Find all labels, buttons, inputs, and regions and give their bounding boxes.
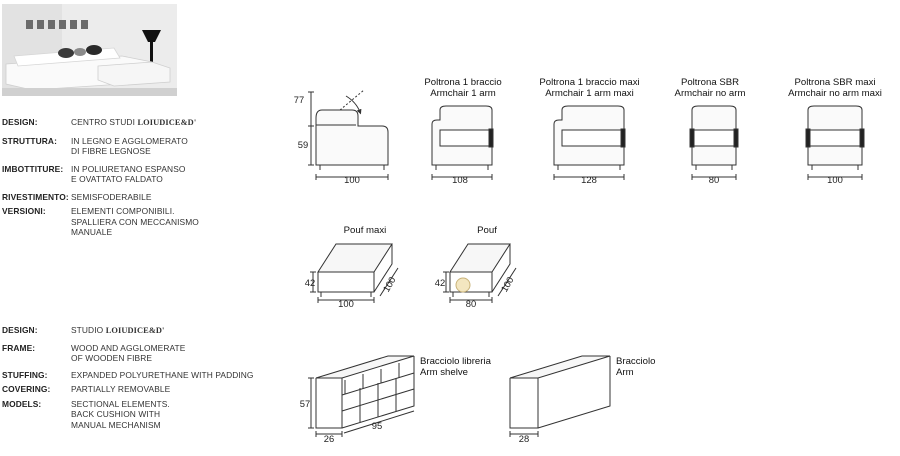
spec-key: IMBOTTITURE: (2, 163, 64, 174)
spec-row-design-en: DESIGN: STUDIO LOIUDICE&D' (2, 325, 254, 337)
spec-value: STUDIO LOIUDICE&D' (71, 325, 165, 337)
armchair-no-arm-label: Poltrona SBR Armchair no arm (674, 77, 746, 99)
brand-mark: LOIUDICE&D' (137, 118, 197, 127)
spec-row-design: DESIGN: CENTRO STUDI LOIUDICE&D' (2, 117, 199, 129)
dim-pouf-maxi-42: 42 (305, 277, 315, 288)
arm-shelve-label: Bracciolo libreria Arm shelve (420, 356, 491, 378)
spec-key: RIVESTIMENTO: (2, 191, 69, 202)
dim-pouf-42: 42 (435, 277, 445, 288)
product-photo (2, 4, 177, 96)
armchair-1-arm-label: Poltrona 1 braccio Armchair 1 arm (424, 77, 502, 99)
armchair-1-arm-drawing (431, 105, 494, 180)
spec-value: SEMISFODERABILE (71, 191, 152, 202)
arm-shelve-drawing (308, 355, 415, 437)
dim-pouf-maxi-100: 100 (338, 298, 354, 309)
armchair-1-arm-maxi-drawing (553, 105, 626, 180)
spec-key: DESIGN: (2, 325, 38, 335)
dim-armchair-100: 100 (827, 174, 843, 185)
spec-key: MODELS: (2, 398, 42, 409)
dim-arm-28: 28 (519, 433, 529, 444)
spec-key: DESIGN: (2, 117, 38, 127)
spec-value: PARTIALLY REMOVABLE (71, 384, 171, 394)
sofa-photo-image (2, 4, 177, 96)
spec-row-struttura: STRUTTURA: IN LEGNO E AGGLOMERATO DI FIB… (2, 136, 199, 157)
spec-value: CENTRO STUDI LOIUDICE&D' (71, 117, 196, 129)
pouf-label: Pouf (477, 225, 497, 236)
spec-value-text: STUDIO (71, 325, 104, 335)
spec-row-models: MODELS: SECTIONAL ELEMENTS. BACK CUSHION… (2, 399, 254, 431)
armchair-no-arm-maxi-label: Poltrona SBR maxi Armchair no arm maxi (788, 77, 882, 99)
spec-row-frame: FRAME: WOOD AND AGGLOMERATE OF WOODEN FI… (2, 343, 254, 364)
dim-pouf-depth: 100 (498, 275, 515, 294)
spec-key: FRAME: (2, 342, 36, 353)
spec-key: STRUTTURA: (2, 135, 57, 146)
armchair-no-arm-drawing (689, 105, 739, 180)
dim-arm-shelve-57: 57 (300, 398, 310, 409)
spec-value: EXPANDED POLYURETHANE WITH PADDING (71, 369, 254, 380)
dimension-values: 77 59 100 108 128 80 100 42 100 100 42 8… (294, 94, 843, 444)
armchair-1-arm-maxi-label: Poltrona 1 braccio maxi Armchair 1 arm m… (539, 77, 640, 99)
spec-list-english: DESIGN: STUDIO LOIUDICE&D' FRAME: WOOD A… (2, 325, 254, 437)
dim-arm-shelve-26: 26 (324, 433, 334, 444)
arm-label: Bracciolo Arm (616, 356, 656, 378)
dim-armchair-108: 108 (452, 174, 468, 185)
dim-side-77: 77 (294, 94, 304, 105)
pouf-maxi-drawing (310, 243, 399, 303)
dim-armchair-80: 80 (709, 174, 719, 185)
dim-arm-shelve-95: 95 (372, 420, 382, 431)
spec-value-text: CENTRO STUDI (71, 117, 136, 127)
spec-value: ELEMENTI COMPONIBILI. SPALLIERA CON MECC… (71, 206, 199, 237)
pouf-drawing (443, 243, 517, 303)
spec-row-rivestimento: RIVESTIMENTO: SEMISFODERABILE (2, 192, 199, 203)
sofa-side-view (308, 89, 389, 180)
arm-drawing (509, 355, 611, 437)
spec-row-covering: COVERING: PARTIALLY REMOVABLE (2, 384, 254, 395)
dim-armchair-128: 128 (581, 174, 597, 185)
dim-side-100: 100 (344, 174, 360, 185)
dim-pouf-80: 80 (466, 298, 476, 309)
armchair-no-arm-maxi-drawing (805, 105, 865, 180)
spec-row-versioni: VERSIONI: ELEMENTI COMPONIBILI. SPALLIER… (2, 206, 199, 238)
spec-list-italian: DESIGN: CENTRO STUDI LOIUDICE&D' STRUTTU… (2, 117, 199, 245)
spec-value: SECTIONAL ELEMENTS. BACK CUSHION WITH MA… (71, 398, 170, 430)
dim-pouf-maxi-depth: 100 (380, 275, 397, 294)
pouf-maxi-label: Pouf maxi (343, 225, 387, 236)
spec-value: IN LEGNO E AGGLOMERATO DI FIBRE LEGNOSE (71, 135, 188, 157)
spec-key: VERSIONI: (2, 206, 46, 216)
spec-key: STUFFING: (2, 369, 48, 380)
spec-value: IN POLIURETANO ESPANSO E OVATTATO FALDAT… (71, 163, 186, 185)
spec-row-stuffing: STUFFING: EXPANDED POLYURETHANE WITH PAD… (2, 370, 254, 381)
spec-value: WOOD AND AGGLOMERATE OF WOODEN FIBRE (71, 342, 186, 364)
dim-side-59: 59 (298, 139, 308, 150)
spec-row-imbottiture: IMBOTTITURE: IN POLIURETANO ESPANSO E OV… (2, 164, 199, 185)
brand-mark: LOIUDICE&D' (105, 326, 165, 335)
spec-key: COVERING: (2, 384, 51, 394)
